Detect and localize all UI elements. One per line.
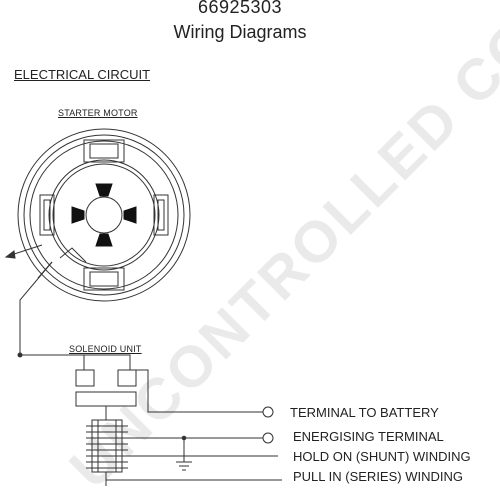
page-title: Wiring Diagrams [173, 22, 307, 42]
legend-energising-terminal: ENERGISING TERMINAL [293, 429, 444, 444]
motor-armature-ring [52, 163, 156, 267]
terminal-battery-node[interactable] [262, 406, 274, 418]
field-coil-right [153, 194, 169, 236]
brush-bottom [95, 233, 113, 247]
starter-motor-label: STARTER MOTOR [58, 108, 138, 118]
terminal-energising-node[interactable] [262, 432, 274, 444]
field-link-lower-left [59, 247, 87, 263]
solenoid-plunger-plate [75, 391, 137, 407]
legend-hold-on-winding: HOLD ON (SHUNT) WINDING [293, 449, 471, 464]
motor-outer-ring [17, 128, 191, 302]
part-number: 66925303 [197, 0, 283, 17]
battery-lead [130, 369, 264, 413]
brush-right [123, 206, 137, 224]
solenoid-coil [86, 419, 128, 486]
solenoid-contact-left [75, 369, 95, 387]
motor-ring-3 [29, 140, 179, 290]
field-coil-left [39, 194, 55, 236]
junction-node [17, 352, 23, 358]
section-heading: ELECTRICAL CIRCUIT [14, 67, 151, 82]
motor-to-solenoid-lead [19, 261, 84, 356]
field-coil-bottom [83, 267, 125, 291]
motor-armature-outer [48, 159, 160, 271]
ground-arrow [4, 244, 43, 259]
brush-left [71, 206, 85, 224]
legend-pull-in-winding: PULL IN (SERIES) WINDING [293, 469, 463, 484]
field-coil-top [83, 139, 125, 163]
starter-motor [17, 128, 191, 302]
solenoid-contact-right [117, 369, 137, 387]
legend-terminal-to-battery: TERMINAL TO BATTERY [290, 405, 439, 420]
solenoid-top-link [84, 354, 131, 370]
solenoid-unit-label: SOLENOID UNIT [69, 344, 142, 354]
pull-in-lead [105, 479, 282, 486]
solenoid-unit [75, 354, 137, 486]
brush-blocks [71, 183, 137, 247]
brush-top [95, 183, 113, 197]
motor-shaft [85, 196, 123, 234]
ground-symbol [176, 438, 192, 471]
motor-ring-2 [23, 134, 185, 296]
